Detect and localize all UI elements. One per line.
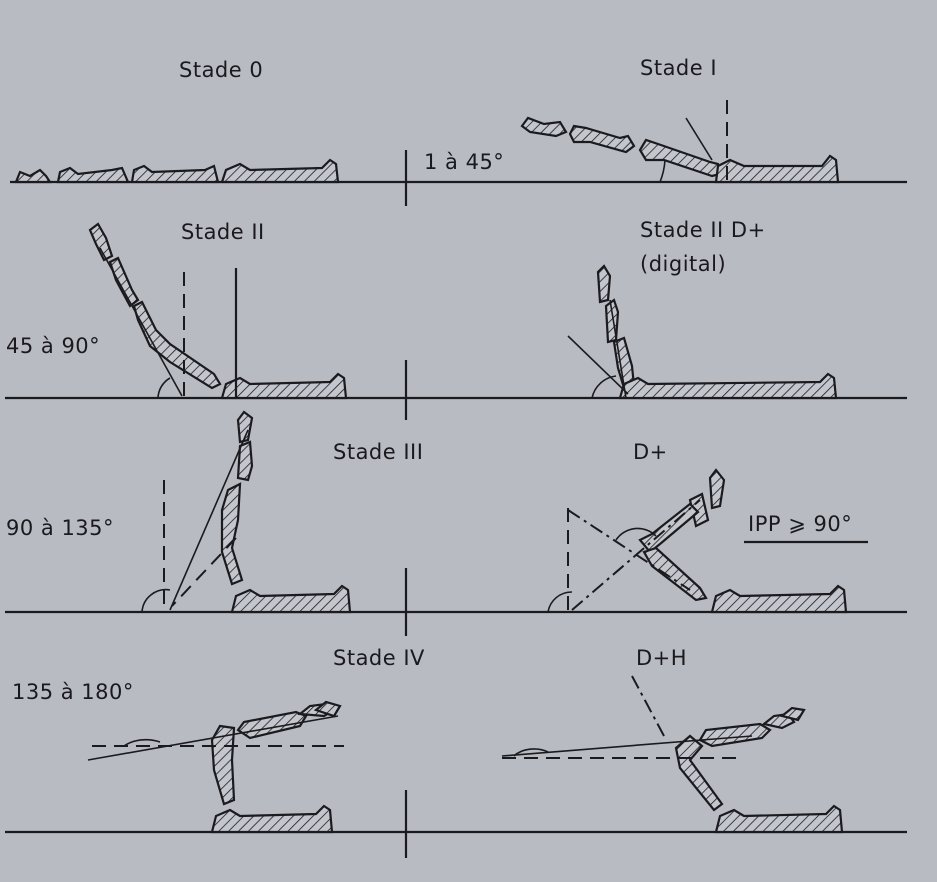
label-stade-4: Stade IV xyxy=(333,646,425,670)
label-stade-1: Stade I xyxy=(640,56,718,80)
label-stade-3: Stade III xyxy=(333,440,424,464)
finger-stade1 xyxy=(520,100,840,184)
label-dplus: D+ xyxy=(633,440,668,464)
finger-dplus-row3 xyxy=(547,468,868,614)
label-angle-1-45: 1 à 45° xyxy=(424,150,505,174)
finger-stade3 xyxy=(141,410,352,614)
label-digital: (digital) xyxy=(640,252,727,276)
label-ipp: IPP ⩾ 90° xyxy=(748,512,853,536)
label-stade-0: Stade 0 xyxy=(179,58,264,82)
finger-dh xyxy=(501,675,844,834)
finger-stade0 xyxy=(14,158,340,184)
label-angle-90-135: 90 à 135° xyxy=(6,516,115,540)
label-dh: D+H xyxy=(636,646,688,670)
finger-stade4 xyxy=(87,700,344,834)
label-angle-135-180: 135 à 180° xyxy=(12,680,134,704)
label-stade-2: Stade II xyxy=(181,220,265,244)
label-angle-45-90: 45 à 90° xyxy=(6,334,101,358)
finger-stade2 xyxy=(88,222,348,400)
label-stade-2-dplus: Stade II D+ xyxy=(640,218,766,242)
finger-stade2-dplus xyxy=(567,264,838,400)
